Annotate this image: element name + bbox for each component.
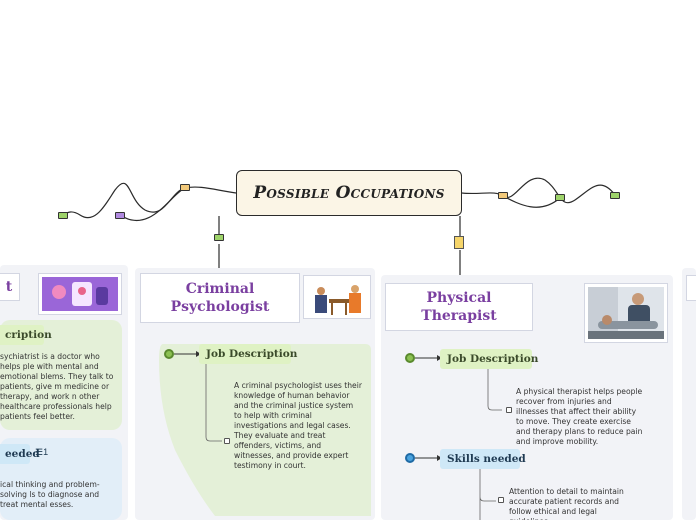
connector-node[interactable] [180,184,190,191]
left-topic-image [38,273,122,315]
connector-node[interactable] [498,192,508,199]
connector-node[interactable] [214,234,224,241]
criminal-job-area [159,344,371,516]
physical-therapist-title[interactable]: Physical Therapist [385,283,533,331]
skills-needed-text: Attention to detail to maintain accurate… [509,487,624,520]
job-description-dot[interactable] [405,353,415,363]
arrow-connector [415,455,442,461]
note-icon[interactable] [454,236,464,249]
checkbox[interactable] [224,438,230,444]
connector-node[interactable] [58,212,68,219]
topic-title: Criminal Psychologist [170,280,270,315]
job-description-text: sychiatrist is a doctor who helps ple wi… [0,352,114,421]
checkbox[interactable] [498,497,504,503]
skills-needed-tag[interactable]: Skills needed [440,449,526,469]
checkbox[interactable] [506,407,512,413]
arrow-connector [174,351,201,357]
job-description-tag[interactable]: Job Description [440,349,538,369]
tree-connector [205,364,222,442]
job-description-tag[interactable]: cription [0,325,52,345]
tag-label: cription [5,329,52,341]
arrow-connector [415,355,442,361]
left-partial-title[interactable]: t [0,273,20,301]
right-partial-title[interactable] [686,275,696,301]
tag-label: Job Description [447,353,539,365]
connector-node[interactable] [610,192,620,199]
tree-connector [487,369,502,411]
list-icon: ☰ [35,447,44,457]
tree-connector [479,469,496,520]
topic-title: Physical Therapist [421,289,497,324]
connector-node[interactable] [115,212,125,219]
skills-needed-dot[interactable] [405,453,415,463]
physical-topic-image [584,283,668,343]
topic-title: t [5,278,13,295]
connector-node[interactable] [555,194,565,201]
count-value: 1 [43,447,49,457]
job-description-tag[interactable]: Job Description [199,344,297,364]
criminal-psychologist-title[interactable]: Criminal Psychologist [140,273,300,323]
skills-needed-text: ical thinking and problem-solving ls to … [0,480,100,509]
job-description-dot[interactable] [164,349,174,359]
criminal-topic-image [303,275,371,319]
central-topic[interactable]: Possible Occupations [236,170,462,216]
right-partial-column [682,268,696,520]
job-description-text: A physical therapist helps people recove… [516,387,643,446]
skills-needed-tag[interactable]: eeded [0,444,40,464]
job-description-text: A criminal psychologist uses their knowl… [234,381,362,470]
list-count-badge: ☰1 [35,447,48,458]
tag-label: eeded [5,448,40,460]
tag-label: Job Description [206,348,298,360]
tag-label: Skills needed [447,453,526,465]
